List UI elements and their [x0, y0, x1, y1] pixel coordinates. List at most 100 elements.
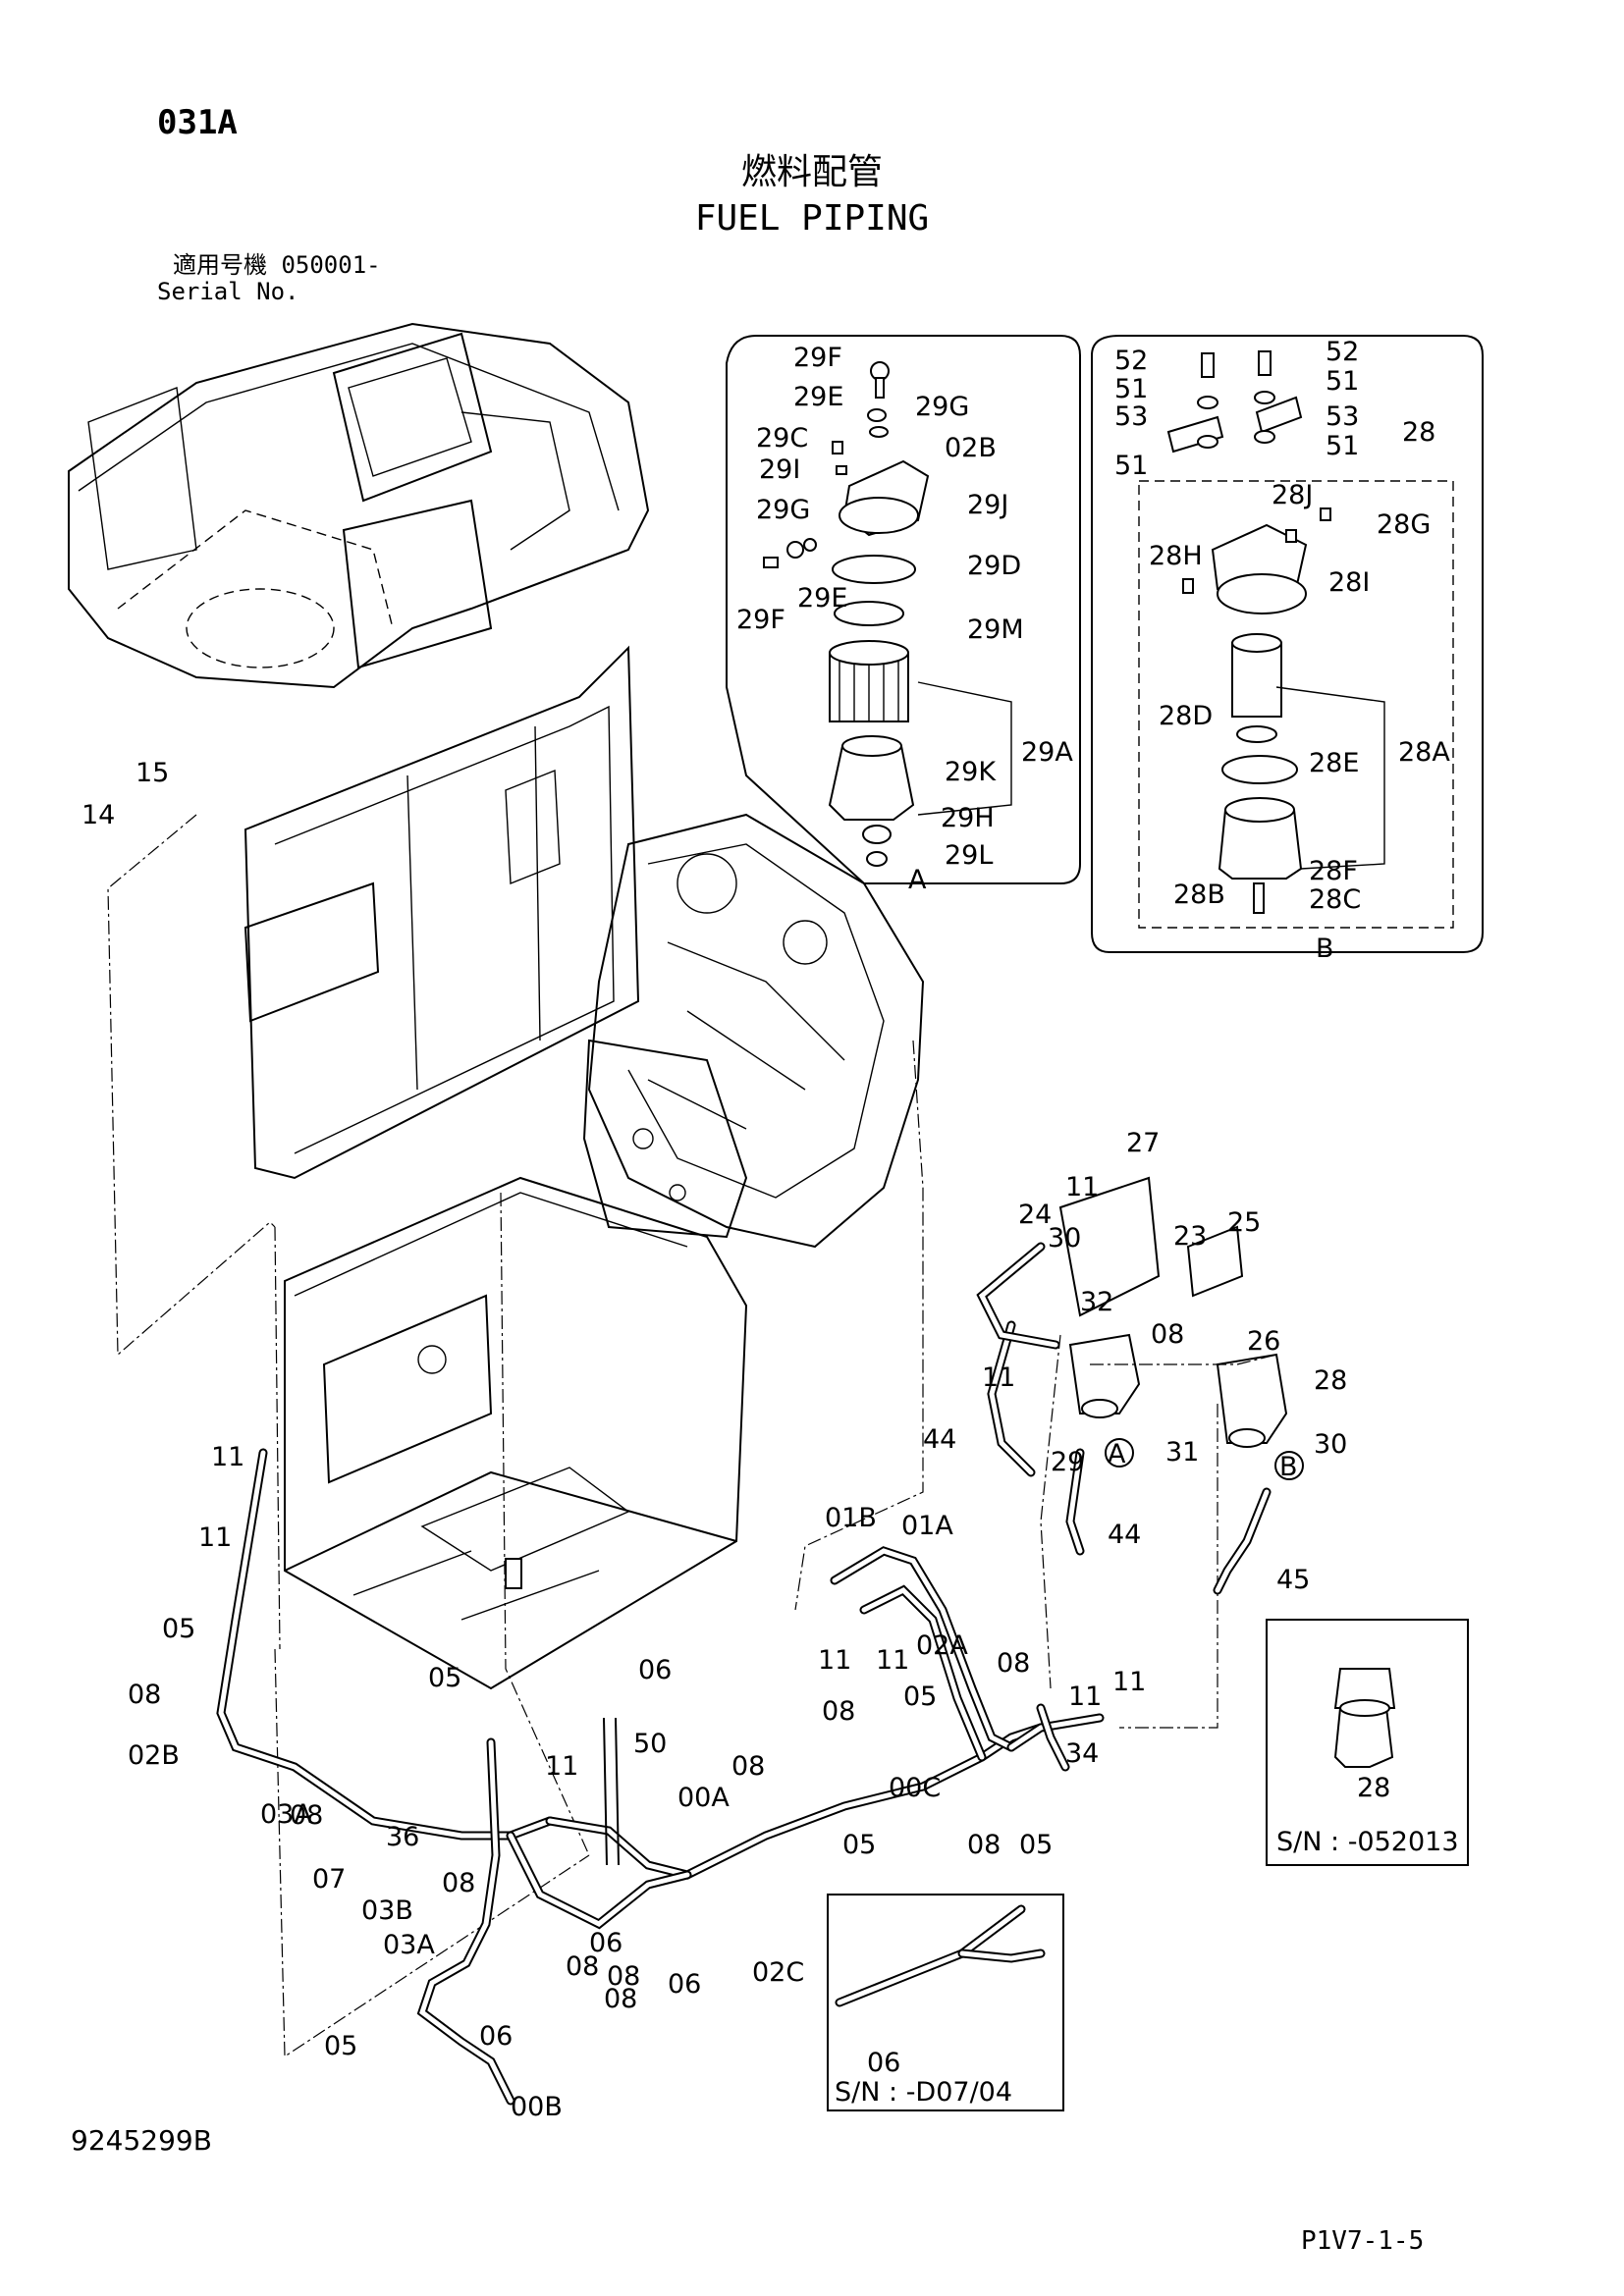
part-label: 08 [1151, 1319, 1184, 1350]
detail-b-drawing [1091, 335, 1484, 953]
title-english: FUEL PIPING [694, 198, 930, 239]
part-label: 28 [1402, 417, 1435, 448]
part-label: 06 [479, 2021, 513, 2052]
part-label: 53 [1114, 401, 1148, 432]
serial-applicability-jp: 適用号機 050001- [173, 251, 381, 279]
part-label: 08 [822, 1696, 855, 1727]
part-label: 28 [1314, 1365, 1347, 1396]
part-label: 28J [1272, 480, 1313, 510]
part-label: 51 [1114, 374, 1148, 404]
part-label: 45 [1276, 1565, 1310, 1595]
part-label: 05 [162, 1614, 195, 1644]
part-label: 11 [198, 1522, 232, 1553]
part-label: 51 [1326, 431, 1359, 461]
part-label: 08 [607, 1961, 640, 1992]
part-label: 29E [797, 583, 847, 614]
part-label: 44 [923, 1424, 956, 1455]
part-label: 52 [1326, 337, 1359, 367]
fuel-hoses [216, 1242, 1272, 2106]
part-label: 50 [633, 1729, 667, 1759]
part-label: 29 [1051, 1447, 1084, 1477]
part-label: 11 [211, 1442, 244, 1472]
part-label: 29J [967, 490, 1008, 520]
part-label: 02C [752, 1957, 804, 1988]
inset-28-part-label: 28 [1357, 1773, 1390, 1803]
part-label: 05 [903, 1682, 937, 1712]
part-label: 30 [1314, 1429, 1347, 1460]
part-label: 11 [545, 1751, 578, 1782]
part-label: 02B [945, 433, 997, 463]
part-label: 32 [1080, 1287, 1113, 1317]
part-label: 52 [1114, 346, 1148, 376]
engine-drawing [582, 813, 925, 1249]
part-label: 06 [668, 1969, 701, 2000]
part-label: 28H [1149, 541, 1203, 571]
part-label: 11 [818, 1645, 851, 1676]
part-label: 02B [128, 1740, 180, 1771]
part-label: 08 [290, 1800, 323, 1831]
fuel-filters-main [1058, 1176, 1304, 1480]
part-label: 29G [756, 495, 810, 525]
part-label: 28F [1309, 856, 1358, 886]
part-label: 26 [1247, 1326, 1280, 1357]
part-label: 07 [312, 1864, 346, 1895]
part-label: 06 [589, 1928, 623, 1958]
part-label: 28A [1398, 737, 1450, 768]
part-label: 08 [128, 1680, 161, 1710]
part-label: 28G [1377, 509, 1431, 540]
part-label: 23 [1173, 1221, 1207, 1252]
part-label: 02A [916, 1630, 968, 1661]
part-label: 51 [1114, 451, 1148, 481]
part-label: 30 [1048, 1223, 1081, 1254]
part-label: 08 [566, 1951, 599, 1982]
serial-applicability-en: Serial No. [157, 278, 299, 305]
part-label: 29A [1021, 737, 1073, 768]
part-label: 51 [1326, 366, 1359, 397]
part-label: 28B [1173, 880, 1225, 910]
callout-b: B [1279, 1452, 1298, 1482]
part-label: 00B [511, 2092, 563, 2122]
inset-28-drawing [1266, 1619, 1469, 1866]
part-label: 27 [1126, 1128, 1160, 1158]
part-label: 11 [1068, 1682, 1102, 1712]
part-label: 03A [260, 1799, 312, 1830]
part-label: 29L [945, 840, 993, 871]
part-label: 28D [1159, 701, 1213, 731]
part-label: 29F [793, 343, 842, 373]
inset-06-serial-note: S/N : -D07/04 [835, 2077, 1012, 2108]
part-label: 05 [1019, 1830, 1053, 1860]
callout-a: A [1108, 1439, 1126, 1469]
part-label: 29E [793, 382, 843, 412]
part-label: 44 [1108, 1520, 1141, 1550]
part-label: 31 [1165, 1437, 1199, 1468]
part-label: 08 [997, 1648, 1030, 1679]
part-label: 11 [1065, 1172, 1099, 1202]
part-label: 11 [876, 1645, 909, 1676]
radiator-frame-drawing [244, 645, 640, 1180]
title-japanese: 燃料配管 [740, 152, 883, 192]
part-label: 29H [941, 803, 995, 833]
part-label: 11 [982, 1362, 1015, 1393]
part-label: 28I [1328, 567, 1370, 598]
part-label: 29D [967, 551, 1021, 581]
inset-06-drawing [827, 1894, 1064, 2111]
detail-a-drawing [726, 335, 1081, 884]
part-label: 29I [759, 454, 800, 485]
part-label: 29G [915, 392, 969, 422]
detail-a-title: A [908, 865, 927, 895]
part-label: 29M [967, 614, 1024, 645]
part-label: 06 [638, 1655, 672, 1685]
part-label: 53 [1326, 401, 1359, 432]
part-label: 05 [428, 1663, 461, 1693]
part-label: 00C [889, 1773, 941, 1803]
part-label: 01A [901, 1511, 953, 1541]
fuel-tank-drawing [284, 1176, 748, 1690]
page-code: 031A [157, 103, 238, 142]
part-label: 14 [81, 800, 115, 830]
part-label: 05 [324, 2031, 357, 2061]
part-label: 29C [756, 423, 808, 454]
